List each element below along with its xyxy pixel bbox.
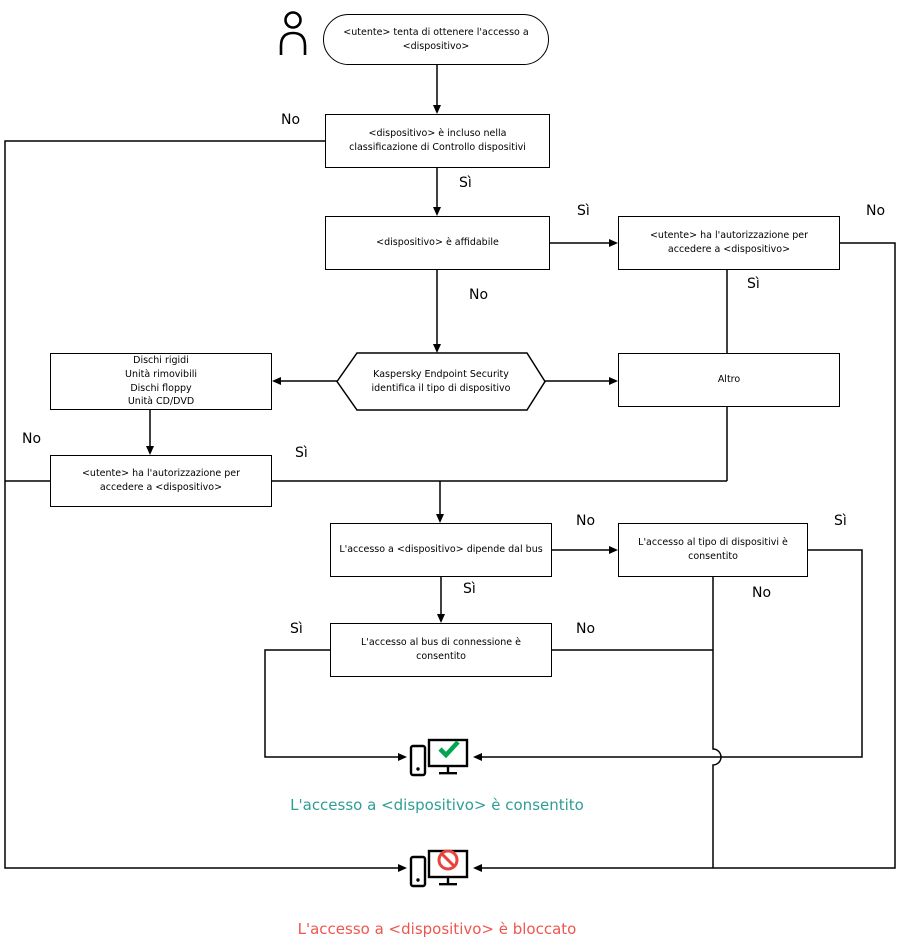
edge-type-no-to-blocked <box>712 577 722 868</box>
start-node: <utente> tenta di ottenere l'accesso a <… <box>323 14 549 65</box>
check-icon <box>438 740 460 759</box>
label-classification-no: No <box>281 112 301 128</box>
label-type-allowed-no: No <box>752 585 772 601</box>
disk-type-line: Unità CD/DVD <box>127 396 195 408</box>
user-auth-trusted-node: <utente> ha l'autorizzazione per acceder… <box>618 216 840 270</box>
classification-node: <dispositivo> è incluso nella classifica… <box>325 114 550 168</box>
edge-type-yes-to-allowed <box>477 549 863 758</box>
type-access-allowed-node: L'accesso al tipo di dispositivi è conse… <box>618 523 808 577</box>
allowed-caption: L'accesso a <dispositivo> è consentito <box>290 796 584 814</box>
user-auth-device-node: <utente> ha l'autorizzazione per acceder… <box>50 455 272 507</box>
device-access-allowed-icon <box>409 738 469 777</box>
identify-type-hexagon <box>336 352 546 411</box>
label-bus-allowed-yes: Sì <box>290 621 303 637</box>
other-node: Altro <box>618 353 840 407</box>
label-depends-bus-no: No <box>576 513 596 529</box>
edge-busconn-yes-to-allowed <box>264 649 403 758</box>
trusted-node: <dispositivo> è affidabile <box>325 216 550 270</box>
depends-on-bus-node: L'accesso a <dispositivo> dipende dal bu… <box>330 523 552 577</box>
label-auth-trusted-yes: Sì <box>747 276 760 292</box>
bus-access-allowed-node: L'accesso al bus di connessione è consen… <box>330 623 552 677</box>
connector-lines <box>4 65 896 869</box>
label-trusted-yes: Sì <box>577 203 590 219</box>
disk-type-line: Unità rimovibili <box>124 368 197 380</box>
device-access-blocked-icon <box>409 849 469 888</box>
disk-types-node: Dischi rigidi Unità rimovibili Dischi fl… <box>50 353 272 410</box>
user-actor-icon <box>279 11 307 55</box>
label-auth-trusted-no: No <box>866 203 886 219</box>
edge-auth-no-to-blocked <box>477 242 896 869</box>
label-depends-bus-yes: Sì <box>463 581 476 597</box>
prohibition-icon <box>437 849 459 871</box>
label-auth-device-yes: Sì <box>295 445 308 461</box>
disk-type-line: Dischi floppy <box>130 382 192 394</box>
edge-classification-no-to-blocked <box>4 140 403 869</box>
label-type-allowed-yes: Sì <box>834 513 847 529</box>
label-classification-yes: Sì <box>459 175 472 191</box>
identify-type-node-label: Kaspersky Endpoint Security identifica i… <box>371 368 511 394</box>
blocked-caption: L'accesso a <dispositivo> è bloccato <box>297 920 577 938</box>
label-bus-allowed-no: No <box>576 621 596 637</box>
label-trusted-no: No <box>469 287 489 303</box>
arrowheads <box>146 105 618 872</box>
disk-type-line: Dischi rigidi <box>133 354 189 366</box>
label-auth-device-no: No <box>22 431 42 447</box>
